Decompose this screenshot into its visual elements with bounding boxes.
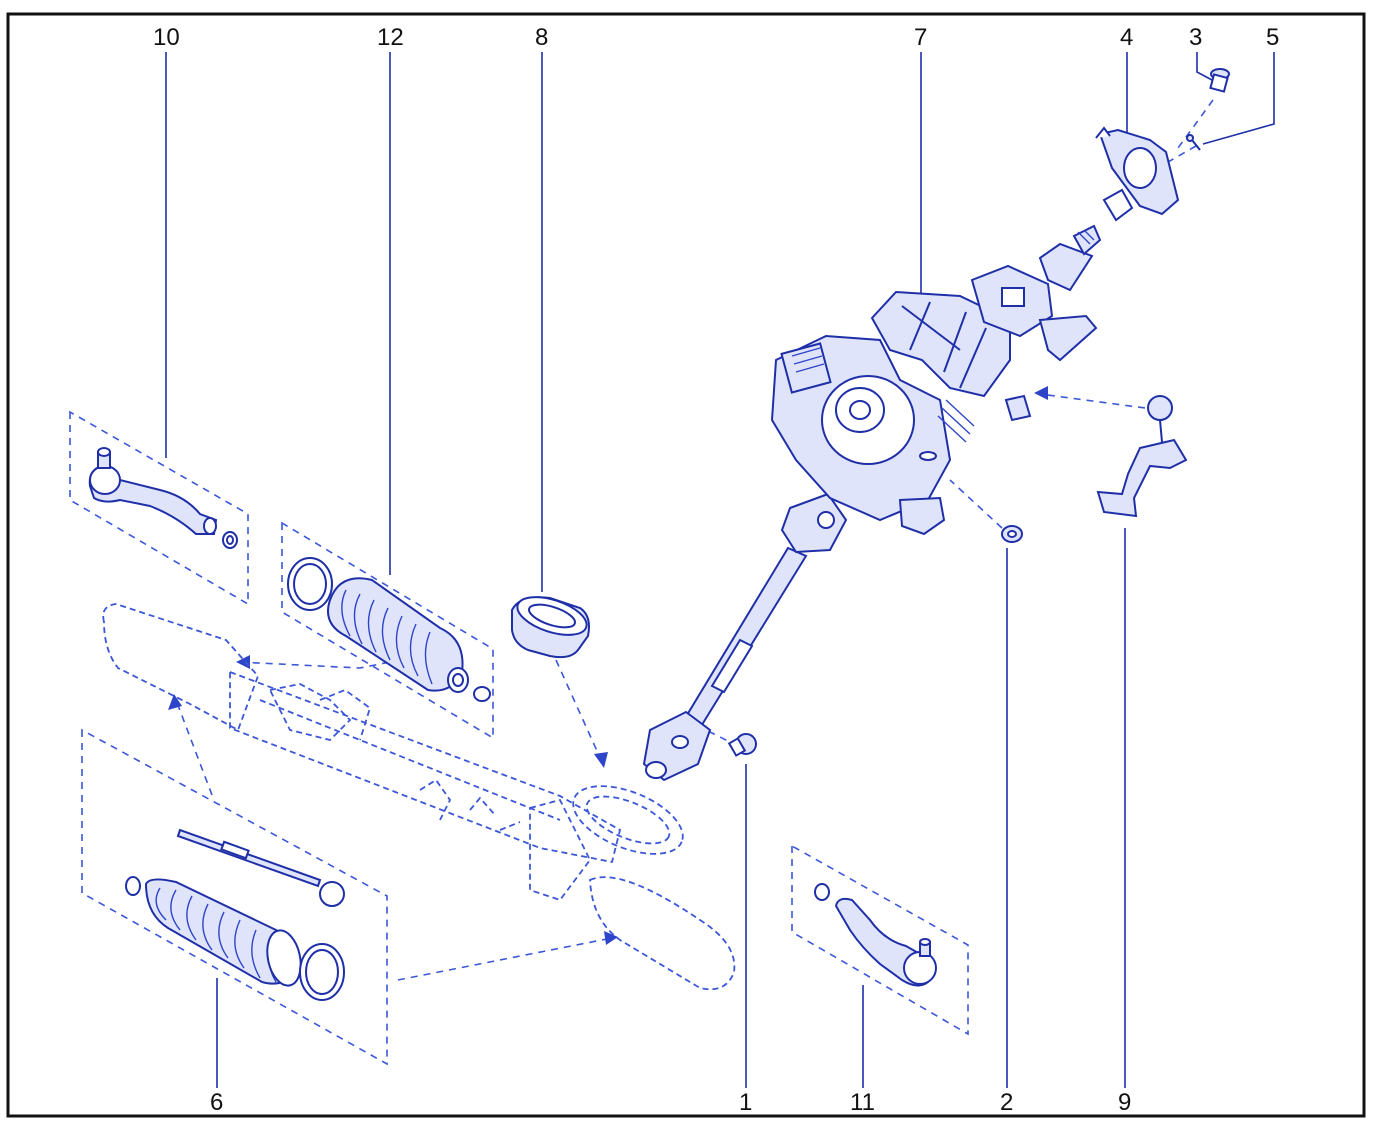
steering-column-assembly (642, 224, 1102, 782)
callout-7: 7 (914, 24, 927, 51)
callout-labels: 10 12 8 7 4 3 5 6 1 11 2 9 (153, 24, 1279, 1116)
arrow-nut-2 (949, 479, 1003, 529)
callout-3: 3 (1189, 24, 1202, 51)
pinch-bolt (727, 733, 757, 757)
group-boxes (69, 410, 969, 1066)
leader-3 (1196, 52, 1213, 81)
callout-6: 6 (210, 1089, 223, 1116)
callout-10: 10 (153, 24, 180, 51)
arrow-head-1 (236, 655, 250, 669)
callout-9: 9 (1118, 1089, 1131, 1116)
screw-small (1186, 134, 1201, 151)
callout-2: 2 (1000, 1089, 1013, 1116)
group-box-11 (791, 844, 969, 1036)
callout-1: 1 (739, 1089, 752, 1116)
callout-11: 11 (850, 1089, 875, 1116)
callout-12: 12 (377, 24, 404, 51)
leader-5 (1202, 52, 1275, 145)
arrow-seal-8-to-rack (555, 659, 603, 763)
callout-4: 4 (1120, 24, 1133, 51)
group-box-10 (69, 410, 249, 606)
arrow-group6-to-rack-left (175, 699, 213, 796)
steering-bellows-right (287, 557, 491, 702)
arrow-head-5 (1034, 386, 1048, 400)
arrow-group6-to-rack-right (397, 937, 613, 981)
nut (1001, 525, 1023, 543)
diagram-frame (6, 12, 1366, 1118)
screw-top (1209, 68, 1230, 93)
adjustment-lever (1096, 395, 1188, 518)
arrow-head-3 (604, 931, 618, 945)
arrow-head-2 (168, 694, 182, 710)
steering-seal (511, 596, 590, 659)
inner-tie-rod-kit (125, 828, 345, 1001)
group-box-6 (81, 728, 388, 1066)
arrow-screw-5 (1167, 145, 1197, 163)
tie-rod-end-left (88, 447, 238, 549)
arrow-head-4 (594, 752, 608, 768)
callout-8: 8 (535, 24, 548, 51)
arrow-screw-3 (1177, 99, 1214, 149)
tie-rod-end-right (814, 883, 937, 987)
column-cover-flange (1095, 126, 1180, 222)
arrow-lever-9-to-column (1039, 393, 1146, 409)
assembly-arrows (168, 99, 1214, 981)
steering-rack-ghost (102, 603, 736, 991)
callout-5: 5 (1266, 24, 1279, 51)
leader-lines (165, 52, 1275, 1088)
